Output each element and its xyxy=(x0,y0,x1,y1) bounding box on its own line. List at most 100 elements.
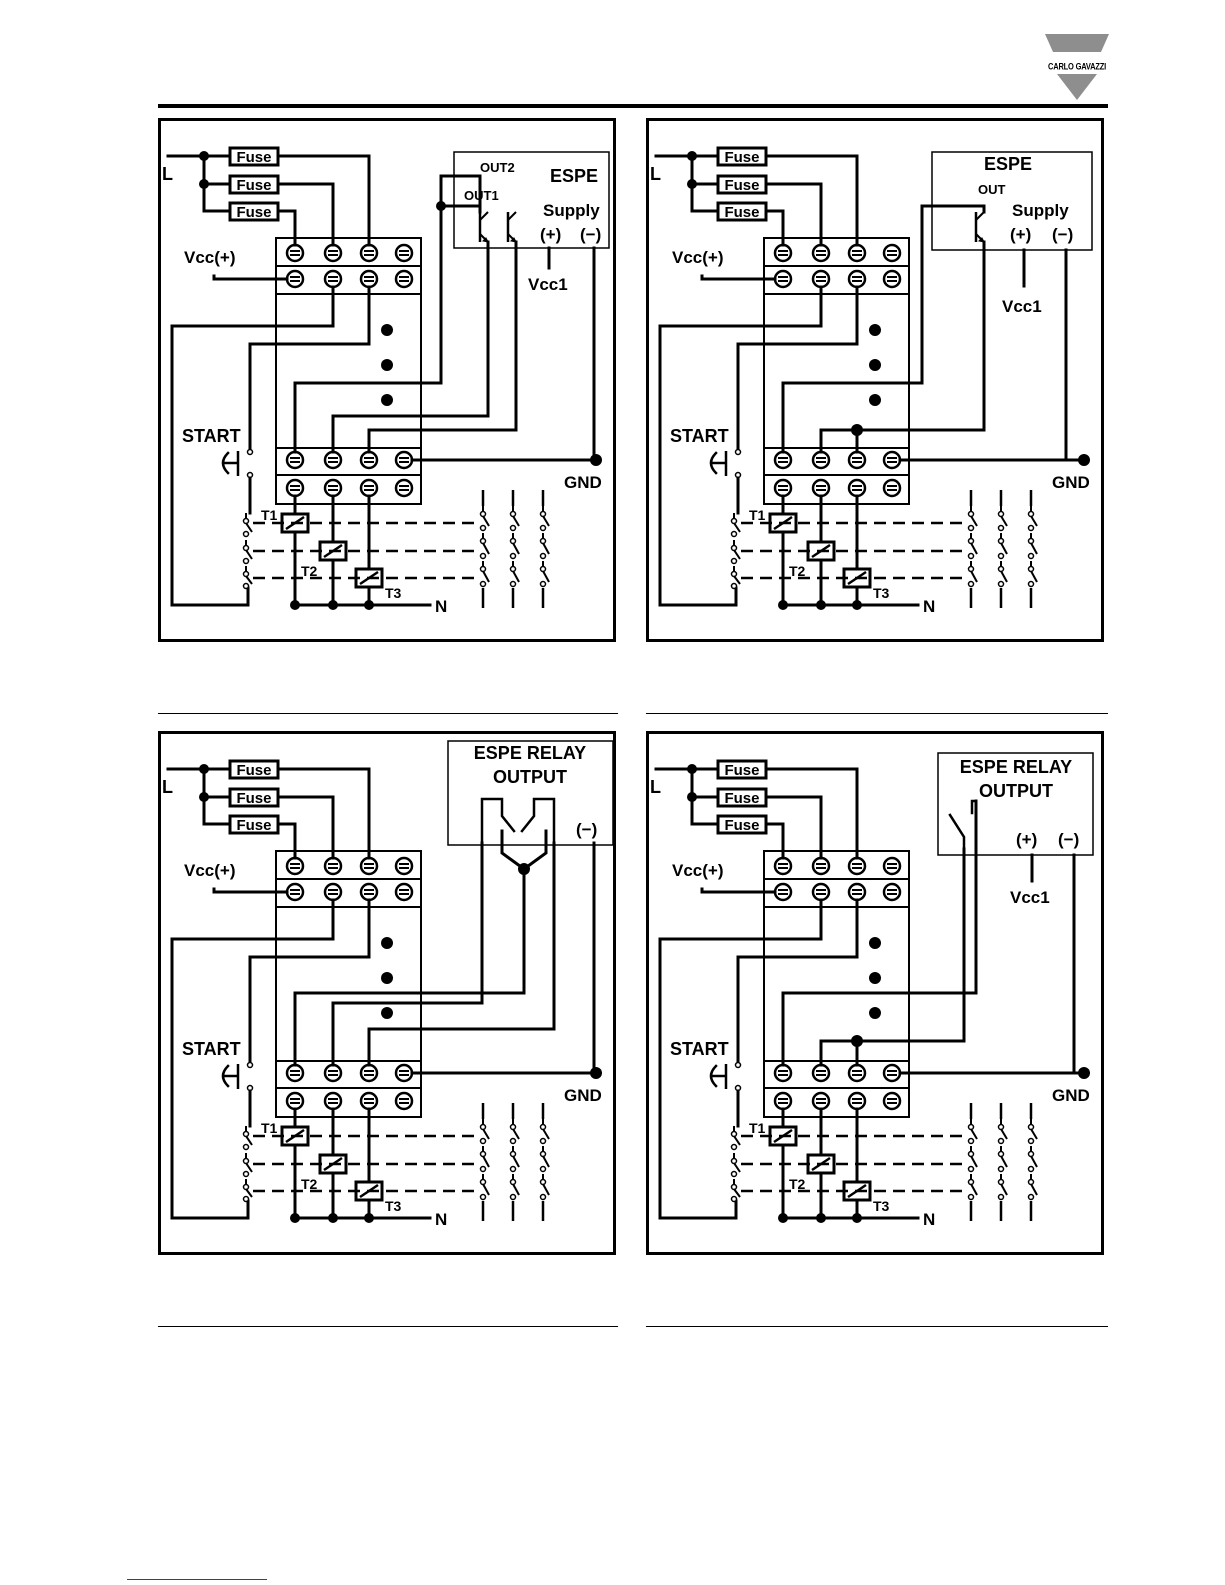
transistor-collector xyxy=(507,211,517,221)
contact-blade xyxy=(482,1183,490,1196)
screw-head xyxy=(285,243,305,263)
load-contact xyxy=(1027,561,1038,588)
junction-dot xyxy=(852,1213,862,1223)
terminal-screw xyxy=(394,1063,414,1083)
contact-blade xyxy=(245,1162,253,1173)
fuse-label: Fuse xyxy=(236,790,271,807)
feedback-loop-wire xyxy=(170,285,335,607)
contact-blade xyxy=(542,515,550,527)
terminal-screw xyxy=(394,243,414,263)
contact-blade xyxy=(733,522,741,533)
load-contact xyxy=(1027,1119,1038,1145)
contact-blade xyxy=(245,1188,253,1198)
contact-t1 xyxy=(242,513,253,538)
screw-head xyxy=(847,269,867,289)
minus-label: (−) xyxy=(576,820,597,839)
junction-dot xyxy=(328,1213,338,1223)
pushbutton-cap xyxy=(709,1064,718,1088)
contact-pin xyxy=(1027,1178,1035,1186)
start-pushbutton xyxy=(709,448,742,479)
contact-pin xyxy=(967,1178,975,1186)
start-feed-wire xyxy=(736,285,859,450)
terminal-screw xyxy=(847,1063,867,1083)
contact-blade xyxy=(970,1128,978,1140)
screw-head xyxy=(811,269,831,289)
out-label: OUT xyxy=(978,182,1006,197)
output-common-wire xyxy=(293,174,482,454)
vcc-wire xyxy=(212,887,289,894)
screw-head xyxy=(847,882,867,902)
junction-dot xyxy=(778,600,788,610)
fuse-feed-wire xyxy=(690,767,720,826)
contact-pin xyxy=(242,570,250,578)
screw-head xyxy=(882,1091,902,1111)
terminal-screw xyxy=(359,856,379,876)
start-feed-wire xyxy=(736,898,859,1063)
relay-contact xyxy=(520,797,556,845)
load-contact xyxy=(479,1174,490,1201)
terminal-screw xyxy=(285,478,305,498)
screw-head xyxy=(323,1091,343,1111)
screw-head xyxy=(359,882,379,902)
contact-pin xyxy=(479,1193,487,1201)
screw-head xyxy=(882,478,902,498)
load-contact xyxy=(539,1119,550,1145)
neutral-label: N xyxy=(435,597,447,616)
screw-head xyxy=(285,450,305,470)
t3-label: T3 xyxy=(385,585,402,601)
junction-dot xyxy=(290,1213,300,1223)
terminal-screw xyxy=(394,1091,414,1111)
led-indicator xyxy=(869,324,881,336)
transistor-out xyxy=(974,211,985,243)
vcc-wire xyxy=(700,887,777,894)
contact-pin xyxy=(1027,1193,1035,1201)
footer-link-underline[interactable] xyxy=(127,1579,267,1580)
terminal-screw xyxy=(323,856,343,876)
fuse-out-wire xyxy=(764,209,785,247)
gnd-label: GND xyxy=(1052,1086,1090,1105)
fuse-out-wire xyxy=(764,182,823,247)
brand-logo: CARLO GAVAZZI xyxy=(1045,34,1109,100)
t1-label: T1 xyxy=(749,1120,766,1136)
minus-label: (−) xyxy=(1058,830,1079,849)
contact-pin xyxy=(479,1137,487,1145)
terminal-screw xyxy=(394,450,414,470)
fuse-out-wire xyxy=(276,795,335,860)
pushbutton-cap xyxy=(221,1064,230,1088)
load-contact xyxy=(539,1174,550,1201)
fuse-out-wire xyxy=(764,767,859,860)
terminal-screw xyxy=(773,856,793,876)
terminal-screw xyxy=(285,243,305,263)
terminal-screw xyxy=(811,1063,831,1083)
contact-pin xyxy=(539,1123,547,1131)
terminal-screw xyxy=(285,882,305,902)
contact-blade xyxy=(542,1183,550,1196)
screw-head xyxy=(323,478,343,498)
start-label: START xyxy=(182,426,241,446)
contact-t3 xyxy=(242,566,253,590)
t3-label: T3 xyxy=(385,1198,402,1214)
screw-head xyxy=(847,243,867,263)
contact-pin xyxy=(997,580,1005,588)
section-rule xyxy=(158,1326,618,1327)
t3-label: T3 xyxy=(873,1198,890,1214)
contact-blade xyxy=(1030,570,1038,583)
terminal-screw xyxy=(882,478,902,498)
contact-blade xyxy=(542,1155,550,1168)
t1-label: T1 xyxy=(749,507,766,523)
panel-frame xyxy=(158,118,616,642)
junction-dot xyxy=(852,600,862,610)
terminal-screw xyxy=(285,450,305,470)
contact-pin xyxy=(997,1123,1005,1131)
contact-pin xyxy=(509,1137,517,1145)
contact-pin xyxy=(1027,524,1035,532)
screw-head xyxy=(394,269,414,289)
screw-head xyxy=(394,1063,414,1083)
contact-pin xyxy=(734,1061,742,1069)
diagram-canvas: LFuseFuseFuseVcc(+)STARTT1T2T3NGNDESPESu… xyxy=(646,118,1104,642)
panel-frame xyxy=(158,731,616,1255)
load-contact xyxy=(967,506,978,532)
